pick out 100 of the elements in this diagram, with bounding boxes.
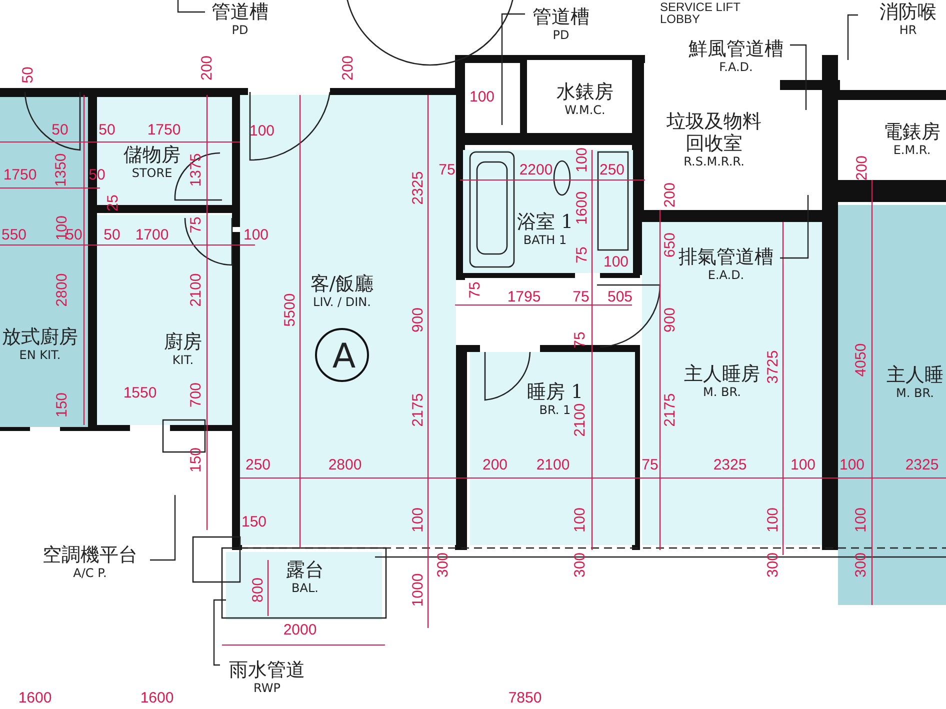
dimension-text: 100 <box>249 124 275 138</box>
dimension-text: 900 <box>662 307 678 333</box>
dimension-text: 100 <box>410 507 426 533</box>
area-label: 排氣管道槽 <box>678 247 774 270</box>
room-area <box>0 97 88 427</box>
dimension-text: 800 <box>250 577 266 603</box>
dimension-text: 150 <box>188 447 204 473</box>
unit-letter: A <box>332 337 356 377</box>
dimension-text: 2000 <box>283 622 317 638</box>
room-name: EN KIT. <box>18 349 62 363</box>
room-area <box>240 95 456 545</box>
dimension-text: 505 <box>607 290 633 304</box>
dimension-text: 100 <box>790 458 816 472</box>
dimension-text: 250 <box>245 458 271 472</box>
area-label: PD <box>552 29 570 43</box>
dimension-text: 25 <box>106 194 120 212</box>
dimension-text: 1600 <box>140 690 174 706</box>
area-label: SERVICE LIFT LOBBY <box>660 1 742 25</box>
room-name: 垃圾及物料回收室 <box>666 111 762 155</box>
room-name: 儲物房 <box>124 145 180 168</box>
dimension-text: 150 <box>54 392 70 418</box>
dimension-text: 2100 <box>536 458 570 472</box>
dimension-text: 1750 <box>3 168 37 182</box>
dimension-text: 2325 <box>905 458 939 472</box>
area-label: A/C P. <box>72 567 108 581</box>
room-name: M. BR. <box>702 386 742 400</box>
room-name: 廚房 <box>164 332 202 354</box>
dimension-text: 200 <box>340 55 356 81</box>
dimension-text: 1375 <box>188 153 204 187</box>
room-name: 電錶房 <box>884 122 940 144</box>
dimension-text: 100 <box>854 507 868 533</box>
dimension-text: 2175 <box>410 393 426 427</box>
room-name: BATH 1 <box>522 234 568 248</box>
dimension-text: 1795 <box>507 290 541 304</box>
room-area <box>97 215 232 425</box>
room-name: 放式廚房 <box>2 327 78 350</box>
dimension-text: 75 <box>188 216 204 234</box>
dimension-text: 100 <box>469 90 495 104</box>
dimension-text: 200 <box>662 182 678 208</box>
room-name: E.M.R. <box>892 144 932 158</box>
area-label: 消防喉 <box>880 2 936 24</box>
area-label: 管道槽 <box>212 2 268 24</box>
dimension-text: 50 <box>66 228 82 242</box>
room-name: 主人睡 <box>886 365 944 388</box>
room-area <box>838 205 946 605</box>
area-label: F.A.D. <box>718 61 754 75</box>
dimension-text: 75 <box>642 458 658 472</box>
dimension-text: 2100 <box>188 273 204 307</box>
dimension-text: 200 <box>482 458 508 472</box>
dimension-text: 100 <box>243 228 269 242</box>
room-name: W.M.C. <box>564 104 606 118</box>
dimension-text: 100 <box>766 507 780 533</box>
area-label: PD <box>230 24 250 38</box>
room-name: 主人睡房 <box>684 364 760 386</box>
room-name: M. BR. <box>895 387 935 401</box>
dimension-text: 200 <box>200 55 214 81</box>
room-name: LIV. / DIN. <box>312 296 372 310</box>
room-name: 水錶房 <box>556 82 614 104</box>
dimension-text: 100 <box>603 254 629 270</box>
dimension-text: 650 <box>662 232 678 258</box>
area-label: E.A.D. <box>706 269 746 283</box>
dimension-text: 900 <box>410 307 426 333</box>
leader-line <box>790 44 807 110</box>
dimension-text: 300 <box>436 552 450 578</box>
room-name: 浴室 1 <box>516 212 574 234</box>
dimension-text: 250 <box>599 162 625 178</box>
dimension-text: 300 <box>572 552 588 578</box>
dimension-text: 1600 <box>18 690 52 706</box>
dimension-text: 75 <box>468 282 482 298</box>
dimension-text: 50 <box>104 228 120 242</box>
dimension-text: 2175 <box>662 393 678 427</box>
dimension-text: 1750 <box>147 122 181 138</box>
leader-line <box>150 495 176 561</box>
dimension-text: 1700 <box>135 228 169 242</box>
dimension-text: 1600 <box>574 191 590 225</box>
area-label: 空調機平台 <box>42 545 138 568</box>
area-label: 鮮風管道槽 <box>688 39 784 62</box>
dimension-text: 2200 <box>519 162 553 178</box>
circle-marker <box>315 328 369 382</box>
dimension-text: 3725 <box>766 350 780 384</box>
room-name: BAL. <box>290 582 320 596</box>
leader-line <box>213 599 226 666</box>
dimension-text: 1550 <box>123 386 157 400</box>
dimension-text: 2100 <box>572 403 588 437</box>
dimension-text: 2800 <box>328 458 362 472</box>
dimension-text: 4050 <box>854 343 868 377</box>
dimension-text: 50 <box>20 66 36 84</box>
room-area <box>642 222 822 545</box>
room-name: STORE <box>130 167 174 181</box>
dimension-text: 75 <box>572 332 588 348</box>
room-name: 睡房 1 <box>526 382 584 404</box>
room-name: 客/飯廳 <box>310 274 374 296</box>
room-area <box>470 352 635 545</box>
dimension-text: 2800 <box>54 273 70 307</box>
dimension-text: 50 <box>88 168 106 182</box>
area-label: HR <box>898 24 918 38</box>
room-name: R.S.M.R.R. <box>682 154 746 169</box>
dimension-text: 200 <box>854 155 870 181</box>
dimension-text: 1350 <box>54 153 68 187</box>
leader-line <box>177 0 205 13</box>
